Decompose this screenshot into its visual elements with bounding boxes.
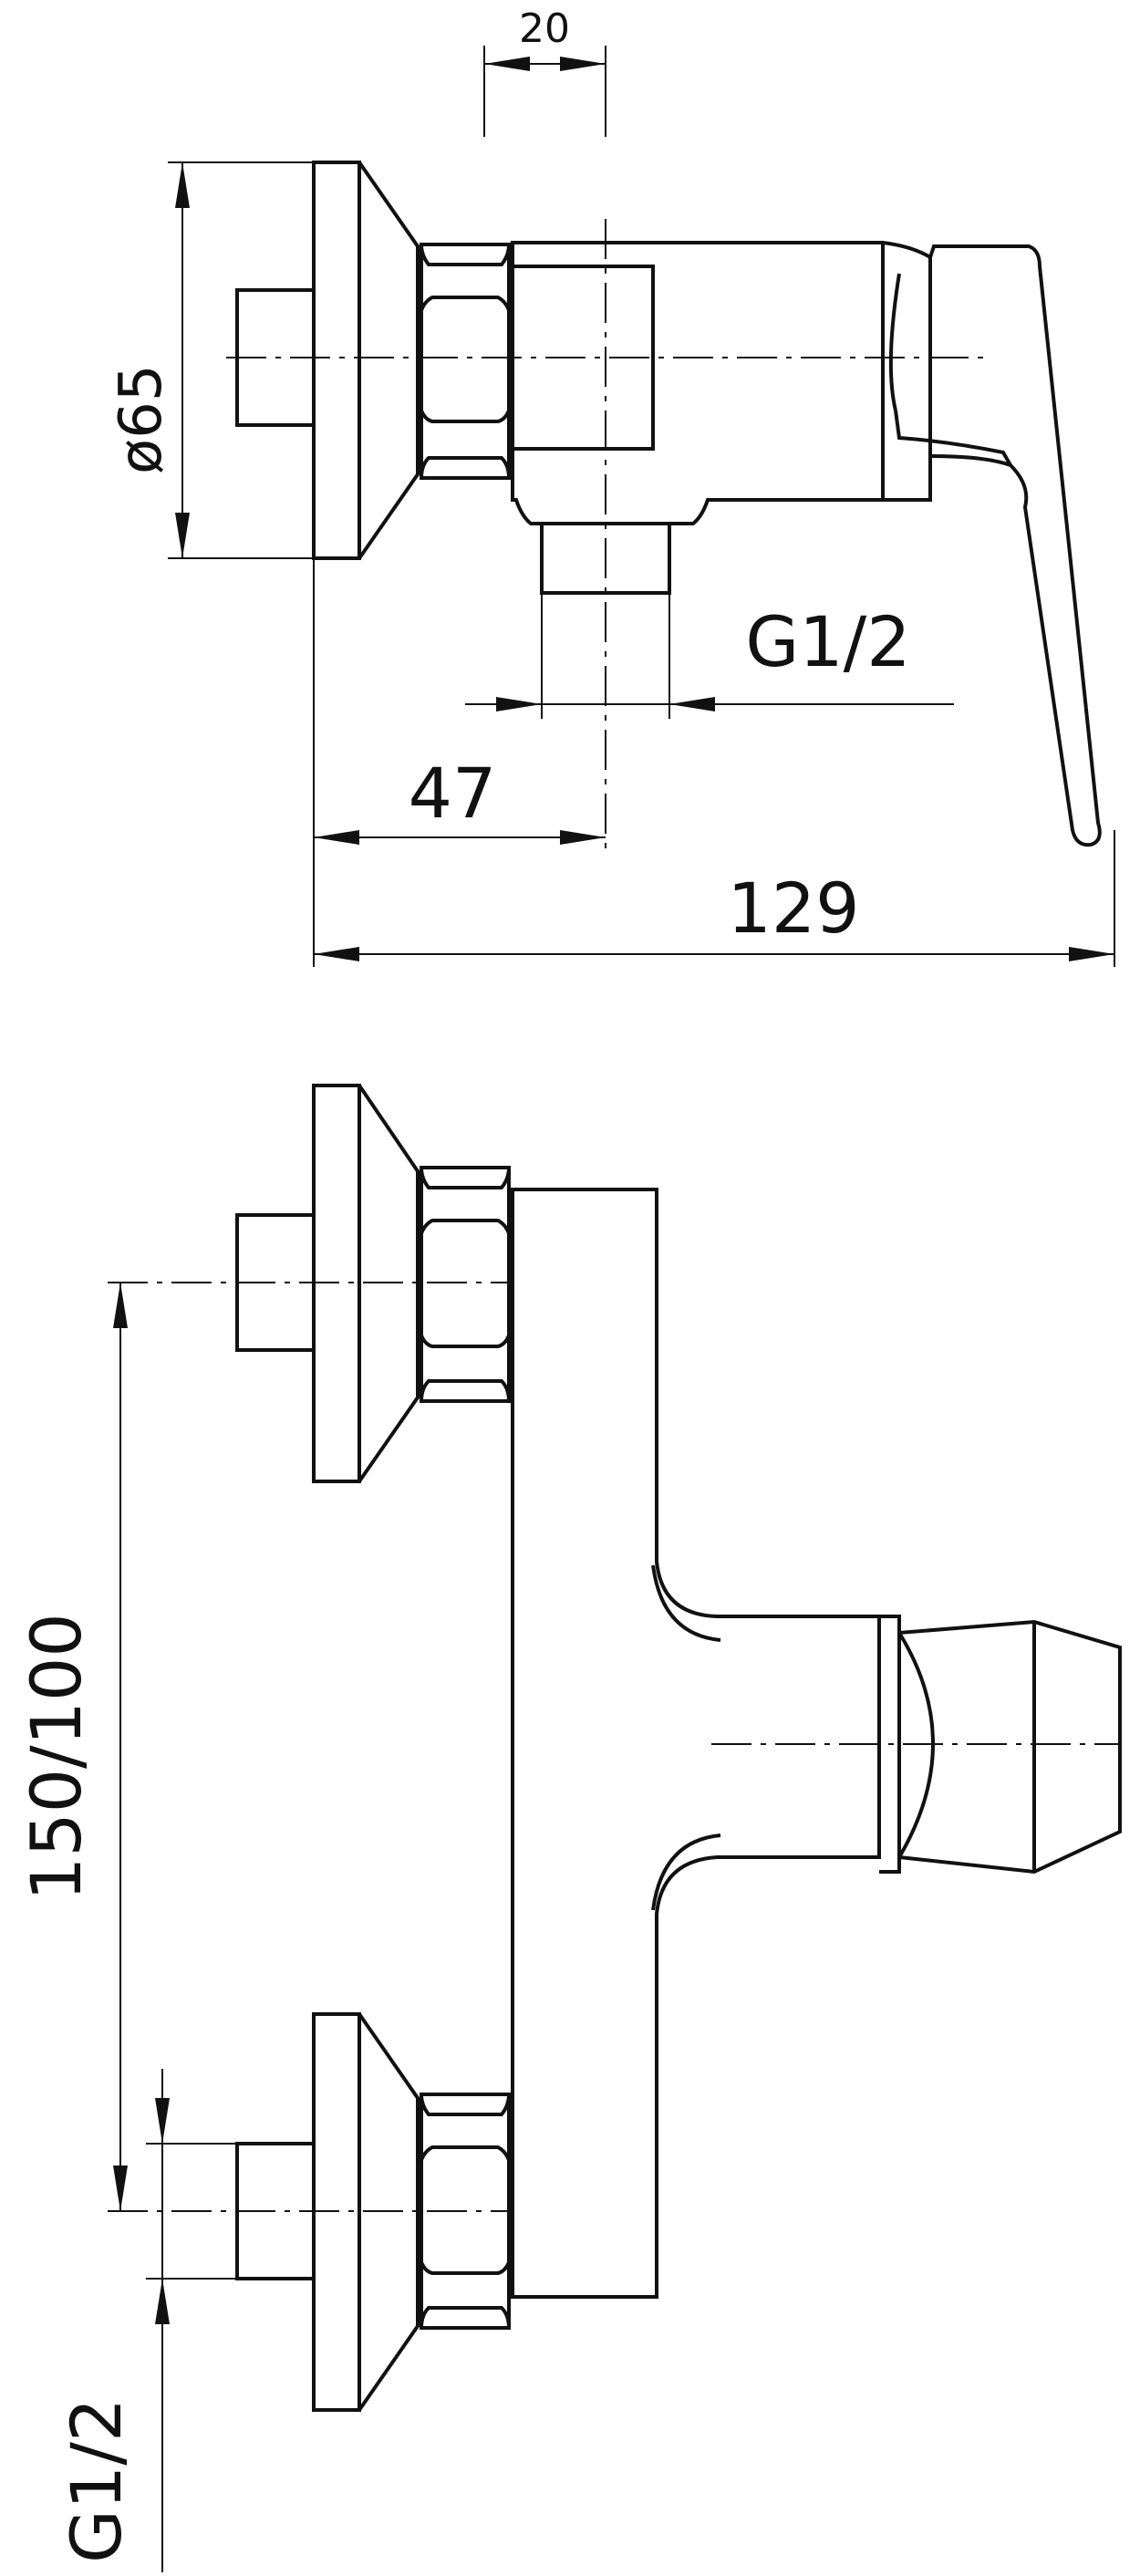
side-mixer-body [511, 241, 932, 525]
front-view: 150/100 G1/2 [16, 1084, 1122, 2572]
dim-20: 20 [483, 5, 606, 137]
dim-g12-side: G1/2 [465, 593, 954, 719]
front-mixer-body [511, 1188, 881, 2299]
dim-129: 129 [314, 830, 1115, 967]
dim-47-label: 47 [409, 753, 497, 834]
side-hex-nut [420, 243, 511, 480]
dim-47: 47 [313, 558, 606, 967]
side-wall-flange [312, 161, 420, 560]
dim-diameter-65: ø65 [108, 161, 314, 559]
side-view: 20 ø65 G1/2 47 129 [108, 5, 1115, 967]
dim-g12-front: G1/2 [56, 2069, 237, 2572]
dim-129-label: 129 [727, 867, 859, 949]
dim-g12-front-label: G1/2 [56, 2398, 137, 2563]
dim-20-label: 20 [519, 5, 570, 52]
dim-150-100: 150/100 [16, 1283, 128, 2211]
dim-g12-side-label: G1/2 [745, 601, 910, 682]
side-lever-handle [888, 244, 1102, 847]
dim-diameter-65-label: ø65 [108, 364, 175, 474]
dim-150-100-label: 150/100 [16, 1613, 97, 1901]
